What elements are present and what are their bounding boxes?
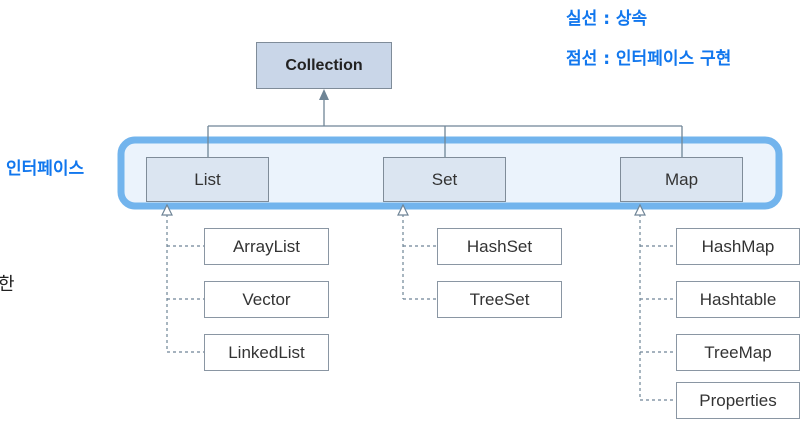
inheritance-arrowhead bbox=[319, 89, 329, 100]
implementation-lines bbox=[166, 214, 676, 401]
solid-line-legend: 실선 : 상속 bbox=[566, 9, 648, 29]
linkedlist-box: LinkedList bbox=[204, 334, 329, 371]
implementation-arrowheads bbox=[161, 203, 646, 216]
dashed-line-legend: 점선 : 인터페이스 구현 bbox=[566, 49, 732, 69]
treemap-box: TreeMap bbox=[676, 334, 800, 371]
set-interface-box: Set bbox=[383, 157, 506, 202]
hashmap-box: HashMap bbox=[676, 228, 800, 265]
collection-box: Collection bbox=[256, 42, 392, 89]
list-interface-box: List bbox=[146, 157, 269, 202]
hashset-box: HashSet bbox=[437, 228, 562, 265]
arraylist-box: ArrayList bbox=[204, 228, 329, 265]
map-interface-box: Map bbox=[620, 157, 743, 202]
vector-box: Vector bbox=[204, 281, 329, 318]
inheritance-lines bbox=[207, 98, 683, 157]
treeset-box: TreeSet bbox=[437, 281, 562, 318]
interface-annotation: 인터페이스 bbox=[6, 159, 85, 179]
properties-box: Properties bbox=[676, 382, 800, 419]
hashtable-box: Hashtable bbox=[676, 281, 800, 318]
cropped-side-text: 한 bbox=[0, 274, 15, 295]
